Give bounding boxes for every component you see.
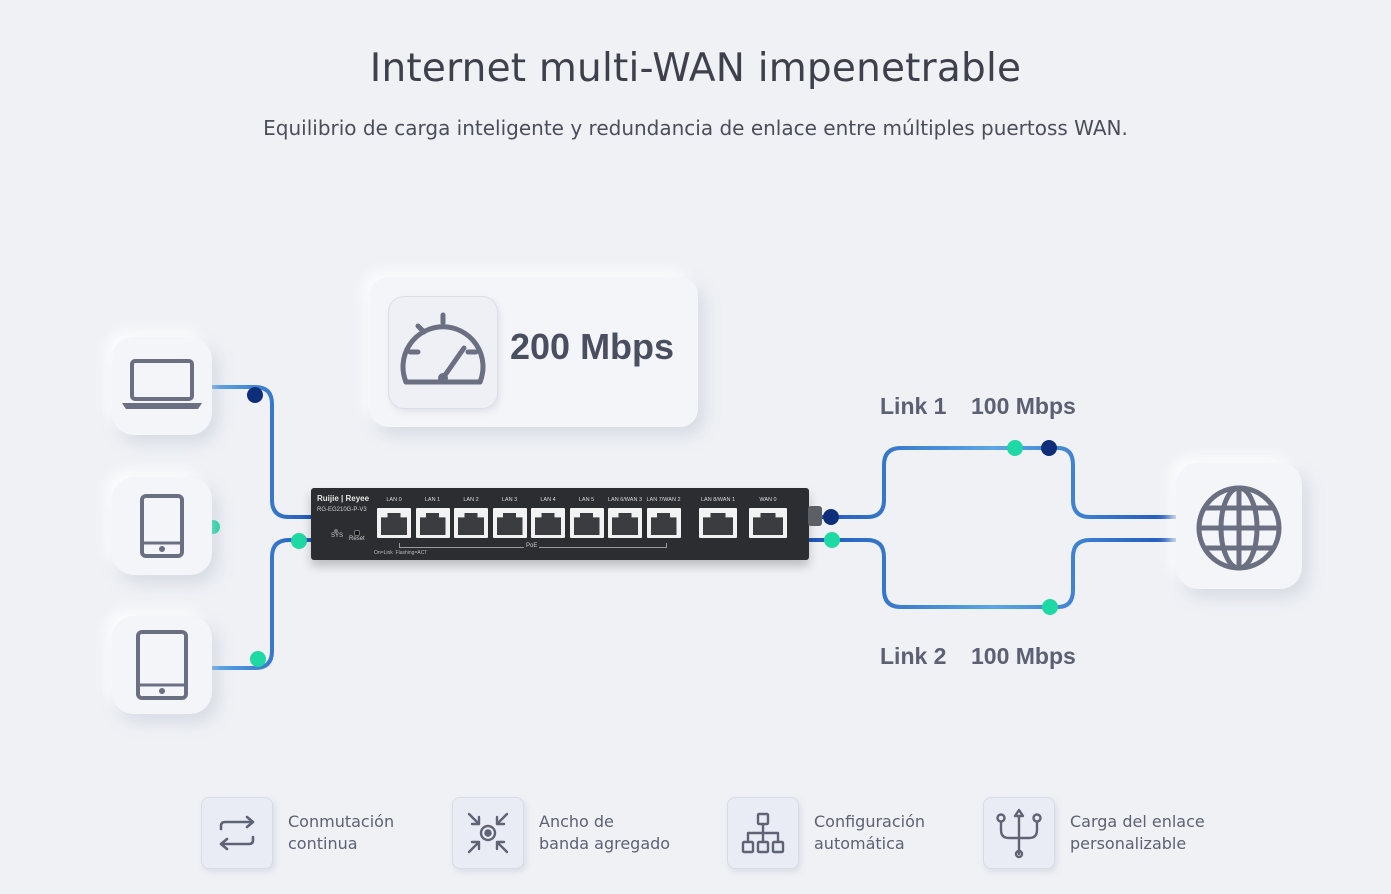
router-model: RG-EG210G-P-V3	[317, 507, 367, 513]
router-brand: Ruijie | Reyee	[317, 494, 370, 503]
port-label: LAN 5	[578, 497, 595, 503]
ethernet-port	[492, 508, 527, 538]
speedometer-tile	[388, 296, 498, 409]
link1-name: Link 1	[880, 393, 947, 419]
led-legend: On=Link Flashing=ACT	[374, 550, 428, 556]
green-dot	[291, 533, 307, 549]
feature-line: continua	[288, 834, 358, 853]
feature-text-aggregate: Ancho de banda agregado	[539, 811, 719, 855]
green-dot	[824, 532, 840, 548]
port-socket	[650, 513, 677, 535]
feature-line: Conmutación	[288, 812, 395, 831]
green-dot	[1007, 440, 1023, 456]
sys-label: SYS	[331, 533, 344, 539]
feature-box-aggregate	[452, 797, 524, 869]
aggregate-icon	[467, 812, 509, 854]
feature-text-config: Configuración automática	[814, 811, 994, 855]
port-socket	[703, 513, 733, 535]
page-subtitle: Equilibrio de carga inteligente y redund…	[263, 116, 1128, 140]
page-title: Internet multi-WAN impenetrable	[369, 46, 1022, 91]
ethernet-port	[699, 508, 737, 538]
navy-dot	[1041, 440, 1057, 456]
feature-line: Ancho de	[539, 812, 614, 831]
hierarchy-icon	[741, 812, 785, 854]
ethernet-port	[454, 508, 488, 538]
port-label: LAN 3	[501, 497, 518, 503]
feature-text-custom: Carga del enlace personalizable	[1070, 811, 1250, 855]
sys-led	[334, 529, 338, 533]
link2-line	[808, 538, 1178, 609]
feature-line: personalizable	[1070, 834, 1187, 853]
link2-speed: 100 Mbps	[971, 643, 1076, 669]
ethernet-port	[569, 508, 604, 538]
port-socket	[753, 513, 783, 535]
feature-box-config	[727, 797, 799, 869]
feature-line: banda agregado	[539, 834, 671, 853]
router-connector	[808, 506, 822, 526]
feature-line: automática	[814, 834, 905, 853]
port-label: LAN 1	[424, 497, 441, 503]
phone-card	[112, 477, 212, 575]
ethernet-port	[415, 508, 450, 538]
port-label: LAN 2	[463, 497, 479, 503]
laptop-link-line	[210, 385, 318, 519]
port-socket	[612, 513, 638, 535]
phone-icon	[140, 494, 184, 558]
port-socket	[381, 513, 407, 535]
port-label: WAN 0	[759, 497, 777, 503]
globe-icon	[1196, 485, 1282, 571]
port-socket	[535, 513, 561, 535]
router-device: Ruijie | Reyee RG-EG210G-P-V3 SYS Reset …	[311, 488, 809, 560]
navy-dot	[823, 509, 839, 525]
speed-card: 200 Mbps	[370, 277, 698, 427]
tablet-card	[112, 616, 212, 714]
reset-label: Reset	[349, 536, 365, 542]
internet-card	[1176, 463, 1302, 589]
link1-line	[808, 446, 1178, 519]
link1-speed: 100 Mbps	[971, 393, 1076, 419]
port-socket	[419, 513, 446, 535]
port-label: LAN 7/WAN 2	[646, 497, 681, 503]
port-socket	[458, 513, 484, 535]
ethernet-port	[608, 508, 642, 538]
green-dot	[1042, 599, 1058, 615]
speedometer-icon	[400, 312, 486, 385]
feature-box-switching	[201, 797, 273, 869]
navy-dot	[247, 387, 263, 403]
laptop-card	[112, 337, 212, 435]
link2-name: Link 2	[880, 643, 947, 669]
ethernet-port	[531, 508, 565, 538]
total-speed: 200 Mbps	[510, 326, 675, 367]
port-label: LAN 0	[386, 497, 402, 503]
ethernet-port	[749, 508, 787, 538]
tablet-link-line	[210, 538, 318, 670]
reset-button	[354, 530, 360, 536]
feature-line: Configuración	[814, 812, 926, 831]
port-socket	[573, 513, 600, 535]
usb-branch-icon	[996, 808, 1042, 859]
port-label: LAN 6/WAN 3	[607, 497, 643, 503]
port-label: LAN 4	[540, 497, 556, 503]
ethernet-port	[646, 508, 681, 538]
switch-arrows-icon	[219, 815, 255, 851]
green-dot	[250, 651, 266, 667]
tablet-icon	[136, 630, 188, 700]
port-label: LAN 8/WAN 1	[700, 497, 736, 503]
laptop-icon	[122, 359, 202, 409]
ethernet-port	[377, 508, 411, 538]
feature-line: Carga del enlace	[1070, 812, 1205, 831]
feature-box-custom	[983, 797, 1055, 869]
port-socket	[496, 513, 523, 535]
poe-label: PoE	[524, 543, 540, 549]
feature-text-switching: Conmutación continua	[288, 811, 468, 855]
